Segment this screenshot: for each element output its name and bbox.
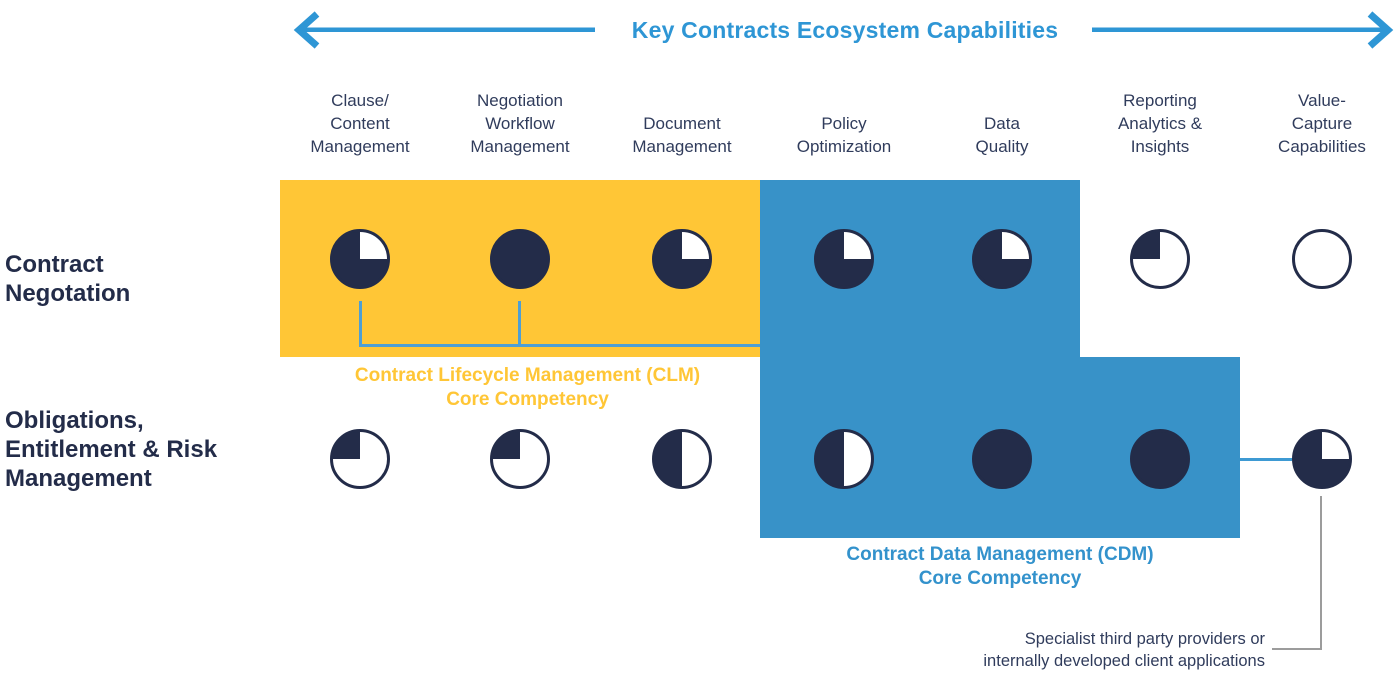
column-header-clause-content: Clause/ Content Management (310, 91, 410, 156)
column-header-data-quality: Data Quality (975, 114, 1029, 156)
harvey-ball-obligations-data-quality (972, 429, 1032, 489)
cdm-core-competency-label: Contract Data Management (CDM) Core Comp… (846, 544, 1154, 589)
harvey-ball-negotiation-policy (814, 229, 874, 289)
bracket-tick-2 (518, 301, 521, 346)
harvey-ball-obligations-document (652, 429, 712, 489)
column-header-reporting-analytics: Reporting Analytics & Insights (1117, 91, 1203, 156)
column-header-negotiation-workflow: Negotiation Workflow Management (470, 91, 570, 156)
harvey-ball-negotiation-document (652, 229, 712, 289)
harvey-ball-negotiation-value-capture (1292, 229, 1352, 289)
column-header-value-capture: Value- Capture Capabilities (1278, 91, 1366, 156)
harvey-ball-negotiation-clause (330, 229, 390, 289)
harvey-ball-negotiation-workflow (490, 229, 550, 289)
harvey-ball-obligations-policy (814, 429, 874, 489)
harvey-ball-obligations-value-capture (1292, 429, 1352, 489)
column-header-document-management: Document Management (632, 114, 732, 156)
bracket-horizontal-line (359, 344, 760, 347)
diagram-title: Key Contracts Ecosystem Capabilities (631, 17, 1059, 43)
right-arrow-icon (1092, 11, 1394, 49)
left-arrow-icon (293, 11, 595, 49)
cdm-to-ball-connector-line (1240, 458, 1292, 461)
specialist-providers-annotation: Specialist third party providers or inte… (983, 630, 1265, 670)
bracket-tick-1 (359, 301, 362, 346)
row-label-obligations-risk: Obligations, Entitlement & Risk Manageme… (5, 407, 218, 492)
harvey-ball-negotiation-reporting (1130, 229, 1190, 289)
harvey-ball-obligations-clause (330, 429, 390, 489)
clm-core-competency-label: Contract Lifecycle Management (CLM) Core… (354, 365, 701, 410)
annotation-connector-vertical (1320, 496, 1322, 650)
row-label-contract-negotiation: Contract Negotation (5, 251, 131, 307)
column-header-policy-optimization: Policy Optimization (796, 114, 892, 156)
harvey-ball-obligations-workflow (490, 429, 550, 489)
harvey-ball-negotiation-data-quality (972, 229, 1032, 289)
annotation-connector-horizontal (1272, 648, 1322, 650)
harvey-ball-obligations-reporting (1130, 429, 1190, 489)
cdm-region-rect-top (760, 180, 1080, 357)
